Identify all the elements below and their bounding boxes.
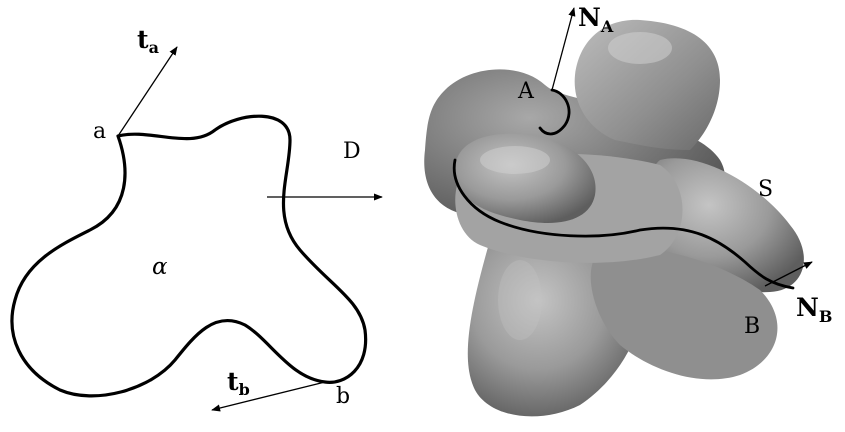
surface-highlight-left bbox=[480, 146, 550, 174]
normal-a-arrow bbox=[551, 7, 576, 91]
point-A-label: A bbox=[517, 79, 535, 104]
tangent-a-label: ta bbox=[137, 25, 159, 57]
point-b-label: b bbox=[336, 384, 350, 409]
tangent-b-label: tb bbox=[227, 367, 250, 399]
surface-s-label: S bbox=[758, 177, 773, 202]
surface-curve bbox=[452, 88, 795, 290]
left-panel: a b α D ta tb bbox=[10, 25, 383, 412]
direction-d-label: D bbox=[343, 139, 361, 164]
point-a-label: a bbox=[93, 119, 106, 144]
closed-curve-alpha bbox=[10, 114, 368, 398]
tangent-a-arrow bbox=[117, 46, 178, 137]
normal-B-label: NB bbox=[796, 293, 832, 326]
normal-A-label: NA bbox=[578, 3, 614, 36]
normal-b-arrow bbox=[764, 261, 813, 287]
surface-highlight-top bbox=[608, 32, 672, 64]
surface-highlight-bottom bbox=[498, 260, 542, 340]
tangent-b-arrow bbox=[211, 381, 326, 412]
point-B-label: B bbox=[744, 314, 760, 339]
right-panel: A B S NA NB bbox=[424, 3, 832, 417]
surface-s bbox=[424, 19, 804, 417]
region-alpha-label: α bbox=[152, 254, 168, 280]
surface-lower-right-lobe bbox=[590, 247, 778, 380]
